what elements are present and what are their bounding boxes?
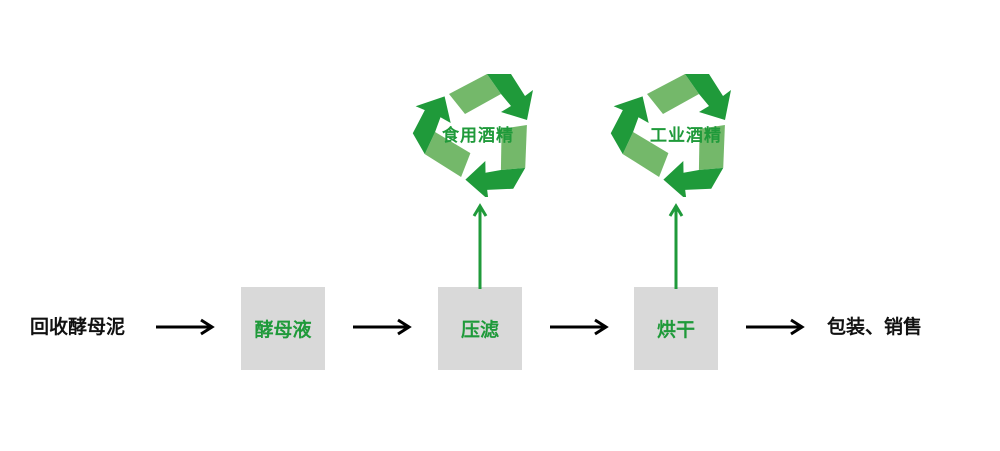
product-label-industrial-alcohol: 工业酒精	[650, 126, 722, 146]
arrow-up-icon	[668, 203, 684, 289]
start-label: 回收酵母泥	[30, 316, 126, 338]
end-label: 包装、销售	[827, 316, 923, 338]
step-box-drying: 烘干	[634, 287, 718, 370]
arrow-right-icon	[746, 318, 805, 336]
arrow-right-icon	[550, 318, 609, 336]
step-label-filter-press: 压滤	[460, 319, 499, 341]
product-label-food-alcohol: 食用酒精	[442, 126, 514, 146]
step-label-drying: 烘干	[656, 319, 695, 341]
arrow-right-icon	[156, 318, 215, 336]
step-box-filter-press: 压滤	[438, 287, 522, 370]
step-label-yeast-liquid: 酵母液	[254, 319, 312, 341]
arrow-right-icon	[353, 318, 412, 336]
step-box-yeast-liquid: 酵母液	[241, 287, 325, 370]
arrow-up-icon	[472, 203, 488, 289]
